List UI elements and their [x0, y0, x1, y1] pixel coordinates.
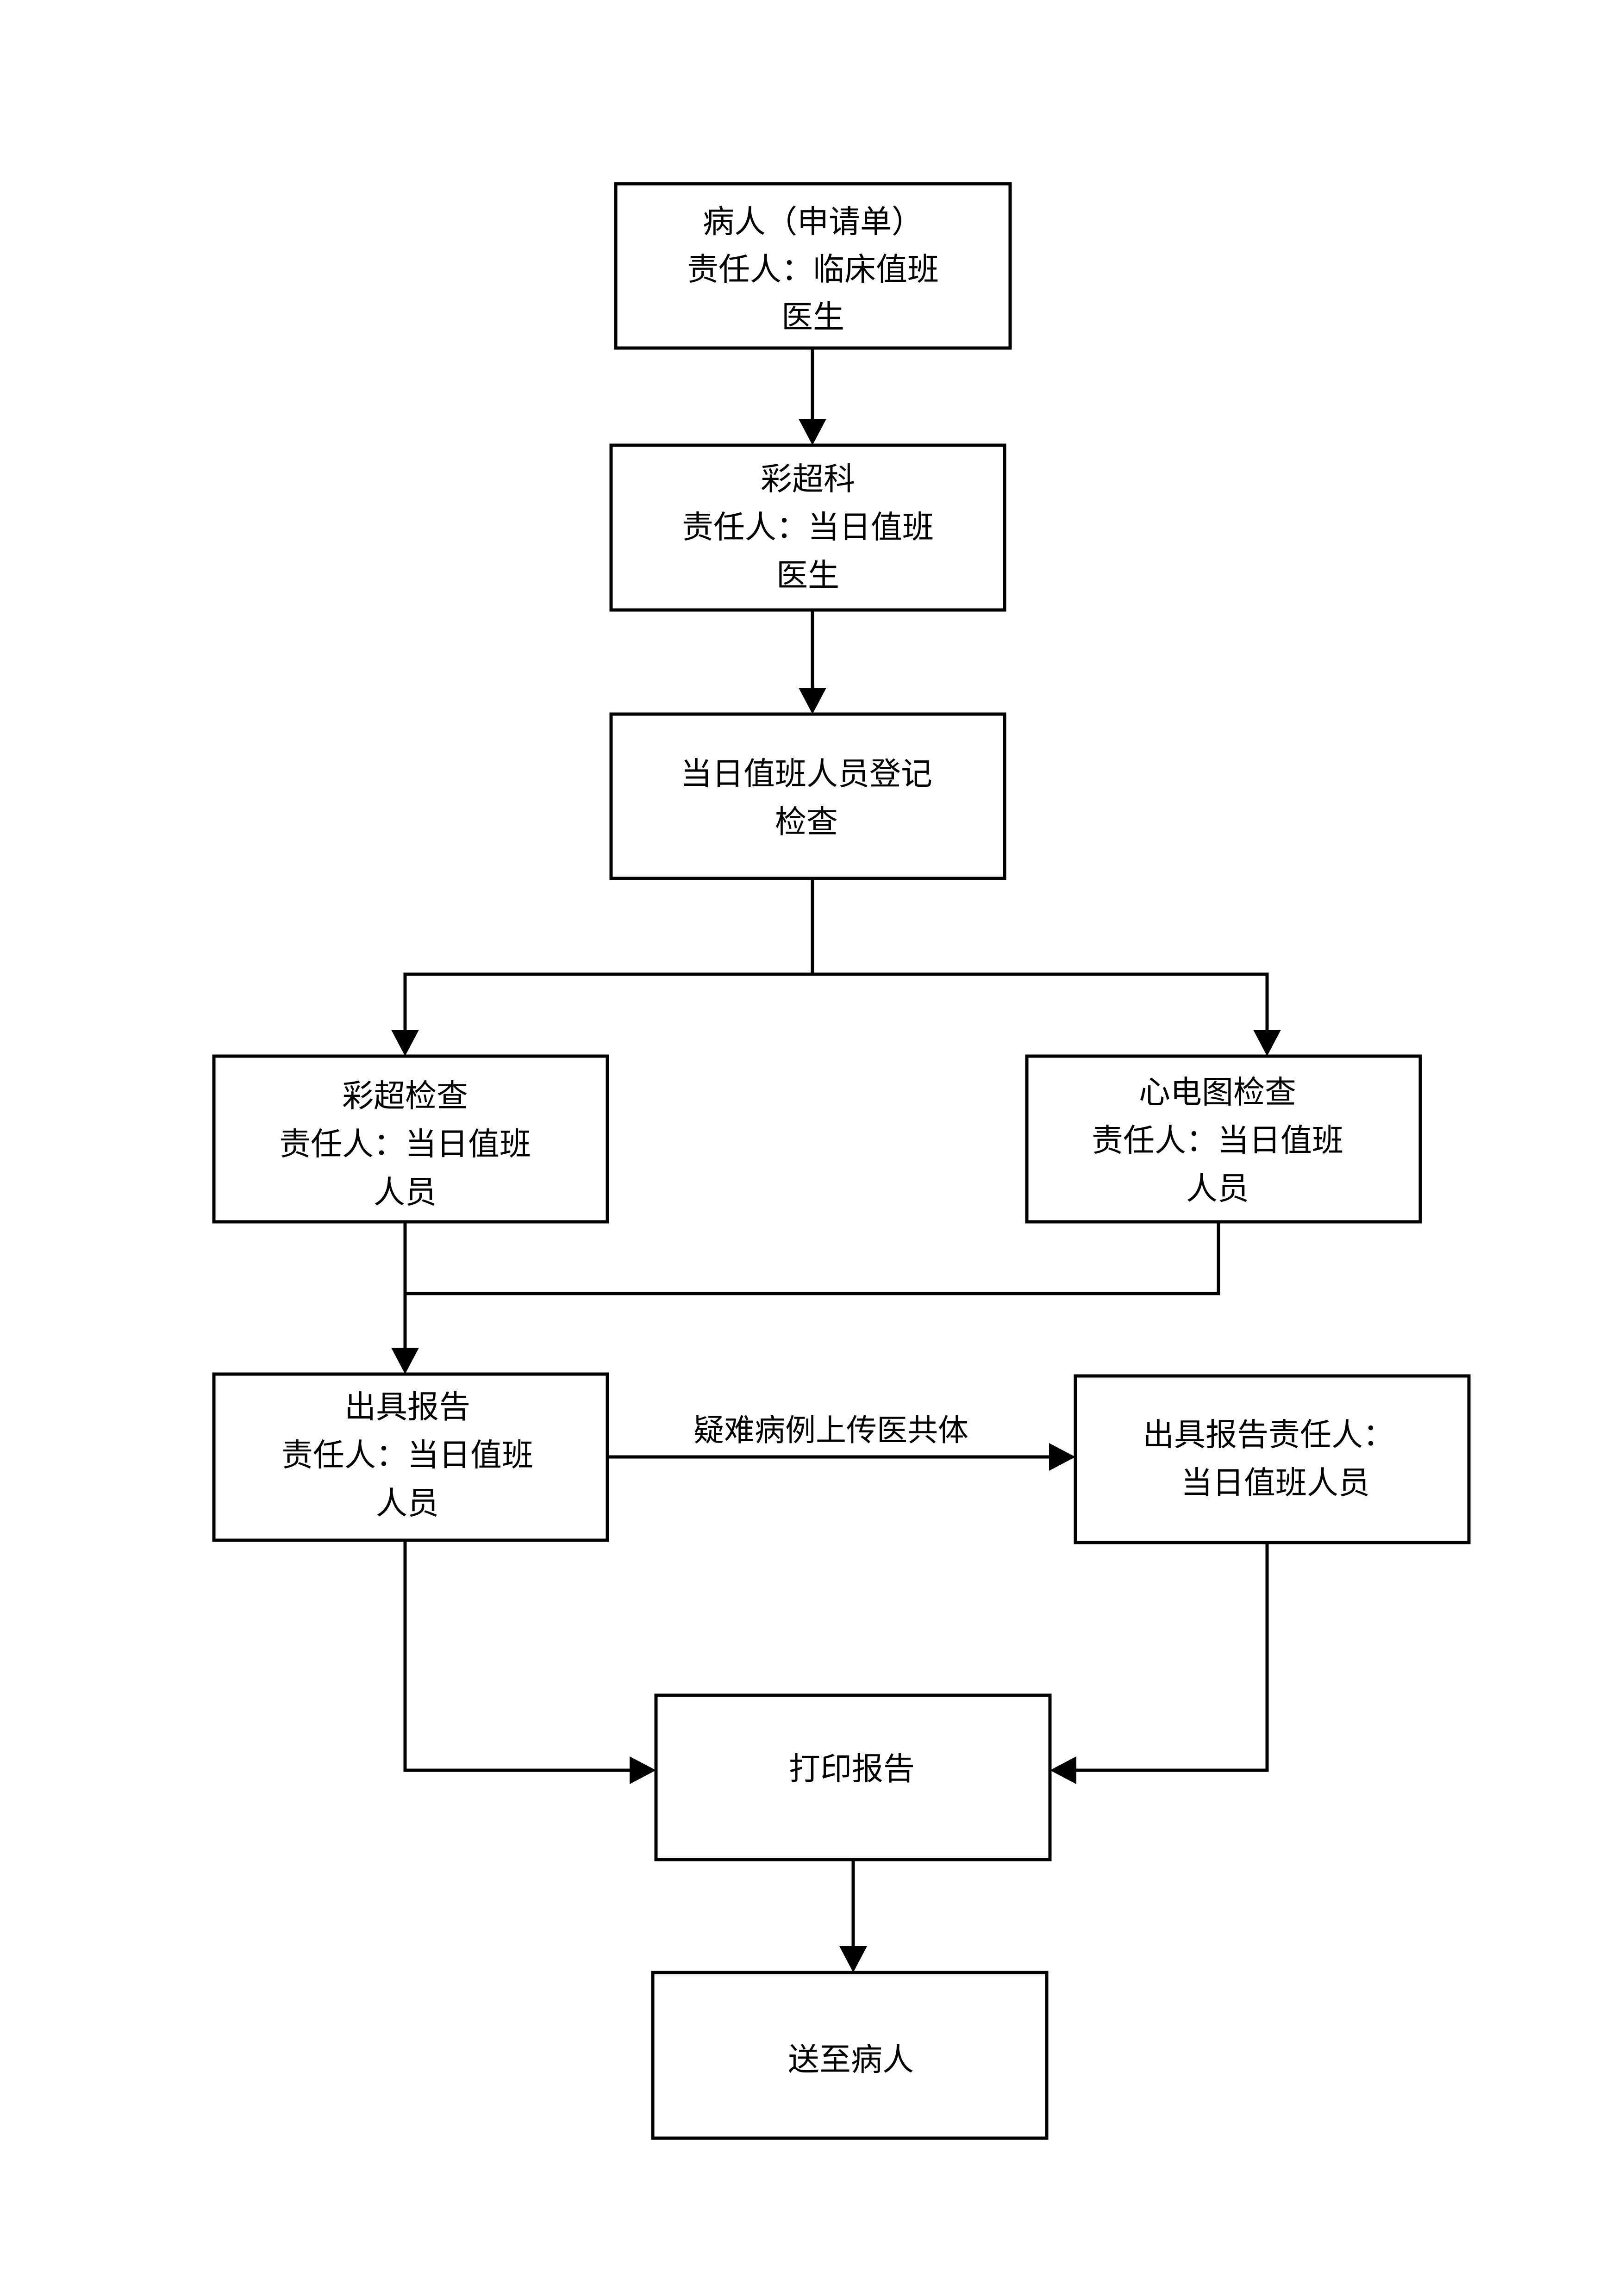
- node-issue-report-responsible: 出具报告责任人： 当日值班人员: [1074, 1374, 1471, 1544]
- node-patient-request-line-3: 医生: [781, 299, 844, 336]
- arrowhead-1: [799, 419, 826, 445]
- node-ultrasound-exam-line-3: 人员: [374, 1175, 437, 1211]
- node-patient-request: 病人（申请单） 责任人：临床值班 医生: [614, 182, 1012, 350]
- node-responsible-line-2: 当日值班人员: [1181, 1465, 1370, 1502]
- node-ultrasound-dept-line-3: 医生: [776, 558, 839, 594]
- edge-report-to-print: [403, 1540, 630, 1772]
- node-ultrasound-dept-line-1: 彩超科: [761, 461, 855, 498]
- node-deliver-patient-line-1: 送至病人: [788, 2042, 914, 2078]
- node-patient-request-line-1: 病人（申请单）: [703, 204, 923, 241]
- node-patient-request-line-2: 责任人：临床值班: [687, 252, 939, 288]
- node-register-exam-line-1: 当日值班人员登记: [681, 756, 932, 793]
- arrowhead-6: [1049, 1443, 1075, 1471]
- node-ecg-exam: 心电图检查 责任人：当日值班 人员: [1025, 1054, 1422, 1224]
- edge-ecg-merge: [405, 1222, 1220, 1295]
- arrowhead-3: [391, 1030, 419, 1056]
- node-ecg-exam-line-1: 心电图检查: [1139, 1075, 1296, 1111]
- node-ultrasound-exam-line-1: 彩超检查: [342, 1078, 468, 1115]
- node-register-exam-line-2: 检查: [775, 804, 838, 841]
- node-ultrasound-dept: 彩超科 责任人：当日值班 医生: [609, 443, 1006, 612]
- node-print-report: 打印报告: [654, 1693, 1052, 1861]
- node-ecg-exam-line-2: 责任人：当日值班: [1092, 1123, 1343, 1159]
- node-ultrasound-exam: 彩超检查 责任人：当日值班 人员: [212, 1054, 609, 1224]
- edge-register-split: [403, 878, 814, 1030]
- node-ultrasound-dept-line-2: 责任人：当日值班: [682, 510, 934, 546]
- edge-responsible-to-print: [1076, 1543, 1269, 1772]
- arrowhead-5: [391, 1348, 419, 1374]
- node-ecg-exam-line-3: 人员: [1186, 1171, 1249, 1207]
- arrowhead-7: [630, 1756, 656, 1784]
- arrowhead-2: [799, 688, 826, 714]
- node-responsible-line-1: 出具报告责任人：: [1143, 1417, 1394, 1454]
- node-deliver-patient: 送至病人: [651, 1971, 1049, 2140]
- node-issue-report-line-3: 人员: [376, 1486, 439, 1522]
- edges: [391, 348, 1281, 1972]
- node-issue-report: 出具报告 责任人：当日值班 人员: [212, 1372, 609, 1542]
- arrowhead-9: [839, 1946, 867, 1972]
- arrowhead-4: [1253, 1030, 1281, 1056]
- edge-label-difficult-cases: 疑难病例上传医共体: [693, 1412, 968, 1448]
- node-ultrasound-exam-line-2: 责任人：当日值班: [279, 1126, 531, 1163]
- node-register-exam: 当日值班人员登记 检查: [609, 712, 1006, 880]
- edge-register-to-ecg: [812, 972, 1269, 1030]
- node-issue-report-line-2: 责任人：当日值班: [281, 1437, 533, 1474]
- node-print-report-line-1: 打印报告: [789, 1751, 915, 1788]
- node-issue-report-line-1: 出具报告: [344, 1389, 470, 1426]
- arrowhead-8: [1050, 1756, 1076, 1784]
